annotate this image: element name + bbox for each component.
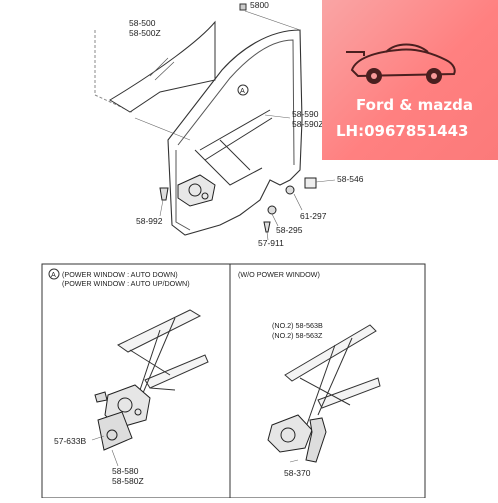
label-58-546: 58-546: [337, 174, 364, 184]
promo-contact: LH:0967851443: [336, 122, 469, 140]
label-58-295: 58-295: [276, 225, 303, 235]
label-58-580z: 58-580Z: [112, 476, 144, 486]
door-glass: [109, 20, 216, 113]
regulator-motor: [177, 174, 216, 207]
detail-a-caption-1: (POWER WINDOW : AUTO DOWN): [62, 270, 178, 279]
label-61-297: 61-297: [300, 211, 327, 221]
detail-box: [41, 263, 426, 499]
upper-door-assembly: [94, 3, 336, 241]
label-58-500: 58-500: [129, 18, 156, 28]
label-58-563z: (NO.2) 58-563Z: [272, 331, 323, 340]
detail-a-marker: A: [51, 270, 56, 279]
label-58-563b: (NO.2) 58-563B: [272, 321, 323, 330]
detail-a-caption-2: (POWER WINDOW : AUTO UP/DOWN): [62, 279, 190, 288]
sports-car-icon: [346, 43, 456, 84]
label-58-590z: 58-590Z: [292, 119, 324, 129]
upper-labels: 5800 58-500 58-500Z A 58-590 58-590Z 58-…: [129, 0, 364, 248]
clip-icon: [239, 3, 247, 11]
label-57-633b: 57-633B: [54, 436, 86, 446]
detail-a-section: A (POWER WINDOW : AUTO DOWN) (POWER WIND…: [48, 268, 209, 486]
label-58-500z: 58-500Z: [129, 28, 161, 38]
detail-b-section: (W/O POWER WINDOW) (NO.2) 58-563B (NO.2)…: [238, 270, 381, 478]
detail-b-regulator: [267, 324, 381, 463]
detail-a-regulator: [91, 309, 209, 467]
callout-a-letter: A: [240, 86, 245, 95]
detail-b-caption: (W/O POWER WINDOW): [238, 270, 320, 279]
label-58-580: 58-580: [112, 466, 139, 476]
label-58-992: 58-992: [136, 216, 163, 226]
promo-brand: Ford & mazda: [356, 96, 473, 114]
label-58-590: 58-590: [292, 109, 319, 119]
promo-banner: Ford & mazda LH:0967851443: [322, 0, 498, 160]
label-5800: 5800: [250, 0, 269, 10]
label-57-911: 57-911: [258, 238, 284, 248]
label-58-370: 58-370: [284, 468, 311, 478]
